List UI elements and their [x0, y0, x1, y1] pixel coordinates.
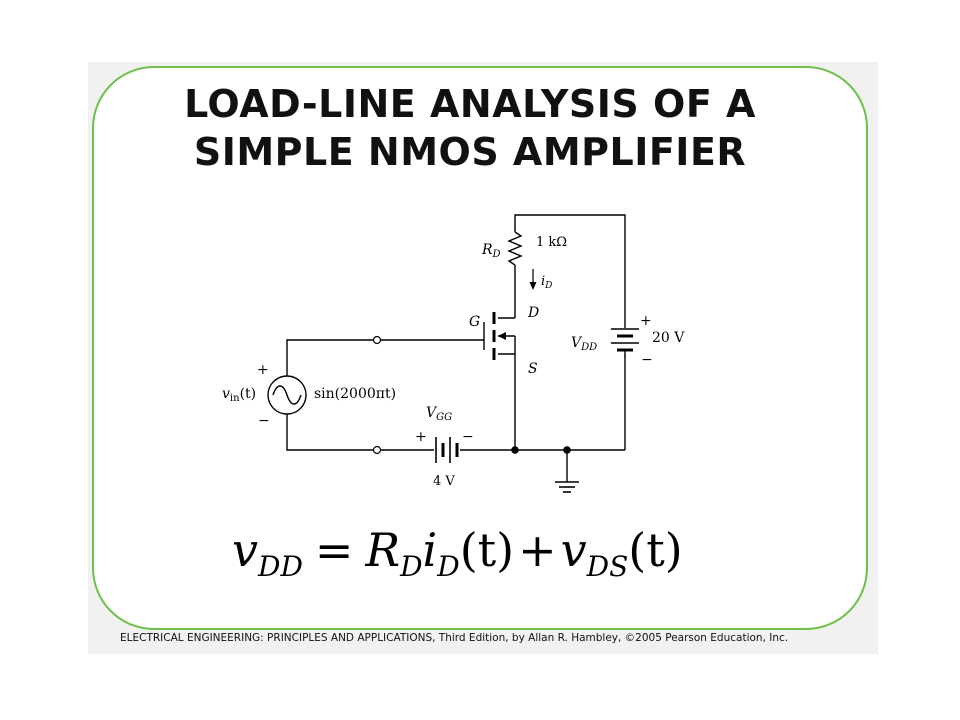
svg-text:vDD=RDiD(t)+vDS(t): vDD=RDiD(t)+vDS(t) — [232, 523, 683, 583]
title-line-2: SIMPLE NMOS AMPLIFIER — [193, 130, 747, 174]
eq-arg1: (t) — [460, 523, 514, 577]
copyright-footer: ELECTRICAL ENGINEERING: PRINCIPLES AND A… — [120, 632, 789, 644]
ground-icon — [555, 481, 579, 493]
id-label: iD — [541, 274, 552, 291]
vin-label: vin(t) — [222, 386, 256, 404]
vin-plus: + — [257, 362, 269, 378]
eq-i-sub: D — [436, 550, 459, 583]
eq-r: R — [364, 523, 400, 577]
source-terminal — [372, 445, 382, 455]
vgg-label: VGG — [426, 405, 452, 423]
eq-equals: = — [315, 523, 354, 577]
slide-title: LOAD-LINE ANALYSIS OF A SIMPLE NMOS AMPL… — [120, 80, 820, 176]
vdd-minus: − — [641, 352, 653, 368]
circuit-wires — [286, 214, 626, 482]
vgg-minus: − — [462, 429, 474, 445]
rd-value: 1 kΩ — [536, 235, 567, 250]
eq-i: i — [423, 523, 438, 577]
vdd-value: 20 V — [652, 330, 685, 346]
vdd-battery — [611, 328, 639, 356]
drain-label: D — [527, 305, 539, 321]
current-arrow-icon — [529, 269, 537, 290]
rd-resistor — [507, 231, 523, 266]
source-label: S — [528, 361, 538, 377]
node-dot — [563, 446, 571, 454]
eq-arg2: (t) — [628, 523, 682, 577]
ac-source-icon — [267, 375, 307, 415]
eq-v-sub: DS — [586, 550, 629, 583]
vgg-plus: + — [415, 429, 427, 445]
gate-terminal — [372, 335, 382, 345]
vin-minus: − — [258, 413, 270, 429]
title-line-1: LOAD-LINE ANALYSIS OF A — [184, 82, 756, 126]
kvl-equation: vDD=RDiD(t)+vDS(t) — [232, 523, 683, 583]
gate-label: G — [469, 314, 480, 330]
vgg-value: 4 V — [433, 474, 455, 489]
eq-lhs: v — [232, 523, 258, 577]
eq-v: v — [561, 523, 587, 577]
vin-expression: sin(2000πt) — [314, 386, 396, 402]
eq-plus: + — [518, 523, 557, 577]
mosfet-arrow — [498, 332, 506, 340]
rounded-frame — [92, 66, 868, 630]
vdd-label: VDD — [571, 335, 597, 353]
rd-label: RD — [481, 242, 501, 260]
node-dot — [511, 446, 519, 454]
eq-r-sub: D — [399, 550, 422, 583]
vgg-battery — [435, 437, 459, 463]
eq-lhs-sub: DD — [257, 550, 303, 583]
vdd-plus: + — [640, 313, 652, 329]
